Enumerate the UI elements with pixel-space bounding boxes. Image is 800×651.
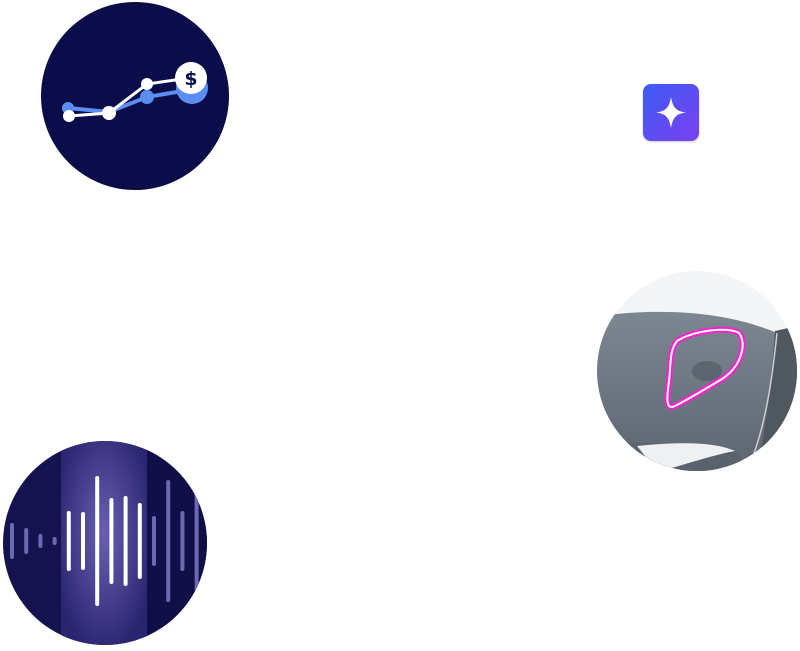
- waveform-bar: [109, 498, 114, 584]
- waveform-bar: [52, 537, 57, 545]
- waveform-bar: [137, 503, 142, 579]
- waveform-bar: [38, 534, 43, 548]
- waveform-bar: [81, 512, 85, 570]
- waveform-bar: [152, 516, 156, 566]
- line-chart-icon: $: [41, 2, 229, 190]
- sparkle-icon: [656, 97, 686, 128]
- waveform-bar: [123, 496, 128, 586]
- waveform-bar: [95, 476, 100, 606]
- sparkle-button[interactable]: [643, 84, 699, 141]
- waveform-bar: [180, 511, 185, 571]
- waveform-bar: [194, 491, 199, 591]
- waveform-bar: [66, 511, 71, 571]
- dollar-coin-icon: $: [184, 68, 197, 90]
- waveform-bar: [24, 528, 29, 554]
- car-fuel-door-icon: [597, 271, 797, 471]
- waveform-bar: [10, 523, 14, 559]
- waveform-bar: [166, 480, 171, 602]
- audio-waveform-icon: [3, 441, 207, 645]
